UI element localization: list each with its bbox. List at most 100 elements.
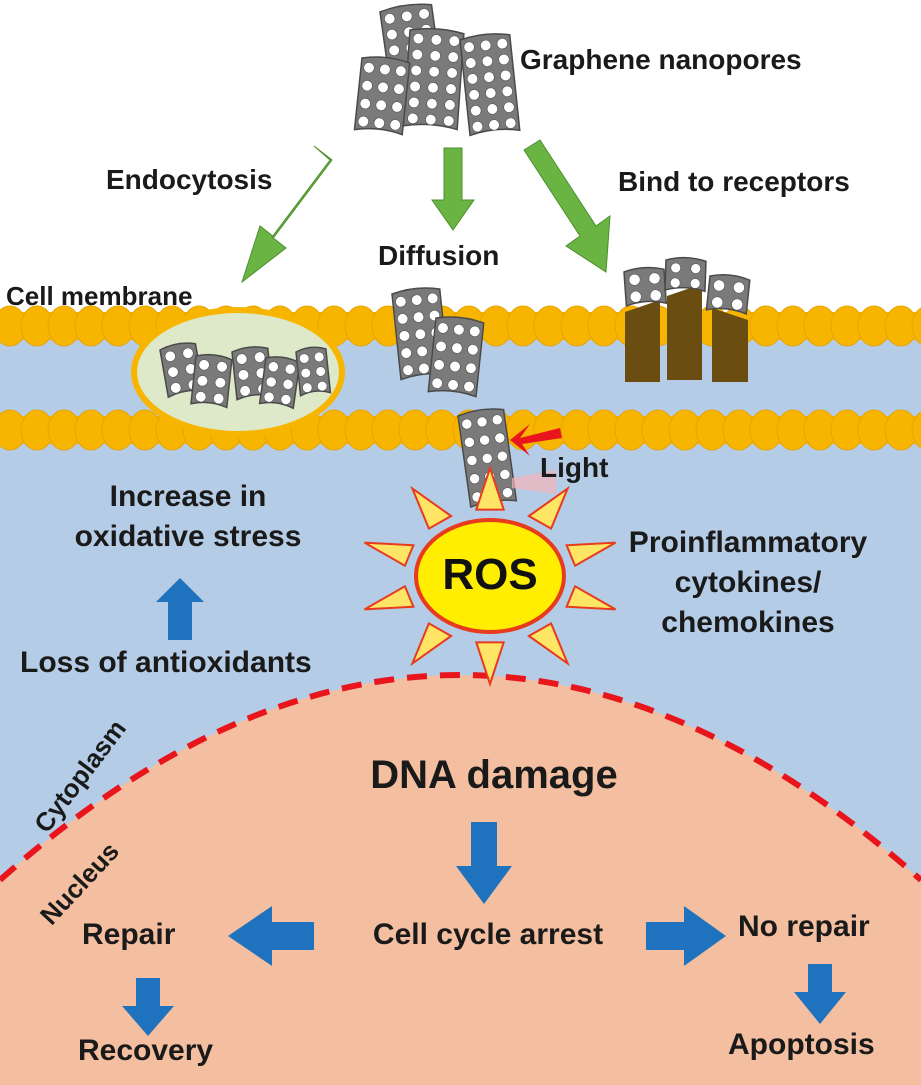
pore [479, 434, 490, 446]
pore [485, 87, 497, 99]
pore [467, 344, 479, 356]
ros-ray [410, 621, 453, 667]
pore [398, 330, 411, 342]
pore [386, 28, 398, 41]
label-dna-damage: DNA damage [370, 753, 618, 797]
graphene-receptor-1 [623, 266, 668, 307]
pore [373, 117, 385, 129]
pore [629, 290, 642, 303]
pore [254, 351, 266, 363]
pore [213, 393, 225, 405]
pore [451, 342, 463, 354]
pore [361, 80, 373, 92]
pore [388, 44, 400, 56]
receptors [625, 284, 748, 382]
down-arrow-apoptosis [794, 964, 846, 1024]
pore [302, 382, 313, 393]
pore [488, 119, 500, 131]
pore [437, 322, 449, 334]
label-light: Light [540, 452, 609, 483]
ros-ray [527, 485, 570, 531]
pore [731, 298, 744, 311]
pore [170, 382, 182, 394]
pore [498, 53, 510, 66]
pore [237, 369, 250, 381]
pore [670, 262, 681, 274]
pore [496, 38, 508, 50]
pore [427, 82, 439, 94]
pore [463, 380, 475, 393]
receptor-right [712, 308, 748, 382]
label-ros: ROS [442, 550, 538, 599]
pore [428, 66, 440, 78]
label-graphene-nanopores: Graphene nanopores [520, 44, 802, 75]
graphene-receptor-2 [664, 256, 707, 293]
pore [443, 115, 455, 127]
pore [214, 377, 226, 389]
pore [649, 289, 662, 302]
endocytosis-arrow [241, 145, 333, 284]
ros-ray [527, 621, 570, 667]
light-arrow [510, 424, 562, 494]
label-loss-of-antioxidants: Loss of antioxidants [20, 646, 312, 679]
pore [481, 55, 493, 67]
left-arrow-repair [228, 906, 314, 966]
pore [430, 34, 442, 46]
pore [470, 105, 482, 117]
pore [448, 35, 460, 47]
ros-ray [565, 584, 616, 611]
pore [400, 347, 412, 359]
pore [393, 83, 405, 95]
pore [395, 296, 407, 308]
pore [267, 361, 279, 373]
graphene-diffusion-2 [427, 316, 485, 398]
pore [447, 51, 459, 63]
pore [500, 69, 512, 82]
pore [198, 359, 210, 371]
receptor-left [625, 300, 660, 382]
pore [435, 340, 447, 353]
diffusion-arrow [431, 147, 475, 231]
pore [466, 73, 479, 85]
pore [375, 99, 387, 111]
label-proinflammatory-line2: cytokines/ [674, 566, 822, 599]
pore [429, 50, 441, 62]
pore [300, 367, 311, 379]
pore [465, 362, 477, 374]
pore [497, 450, 508, 462]
label-increase-line2: oxidative stress [74, 520, 302, 553]
pore [427, 292, 439, 304]
pore [469, 325, 481, 337]
pore [483, 71, 495, 83]
bind-arrow [523, 139, 611, 273]
pore [444, 99, 456, 111]
graphene-sheets [159, 3, 751, 509]
pore [401, 10, 413, 22]
pore [196, 375, 209, 387]
nuclear-envelope [0, 672, 921, 883]
pore [648, 272, 661, 285]
pore [502, 487, 513, 499]
pore [416, 345, 428, 357]
pore [453, 324, 465, 336]
pore [363, 62, 375, 74]
graphene-vesicle-5 [295, 346, 332, 397]
pore [397, 313, 409, 325]
pore [431, 377, 443, 389]
ros-circle [414, 518, 566, 634]
graphene-light [457, 408, 518, 509]
label-proinflammatory-line3: chemokines [661, 606, 835, 639]
pore [468, 89, 480, 101]
pore [315, 366, 326, 377]
pore [167, 366, 179, 378]
pore [486, 103, 498, 115]
pore [628, 273, 641, 286]
pore [711, 296, 724, 309]
pore [284, 363, 296, 375]
nucleus-region [0, 675, 921, 1085]
pore [412, 33, 425, 45]
pore [263, 391, 275, 403]
up-arrow-antioxidants [156, 578, 204, 640]
graphene-vesicle-4 [258, 356, 301, 410]
